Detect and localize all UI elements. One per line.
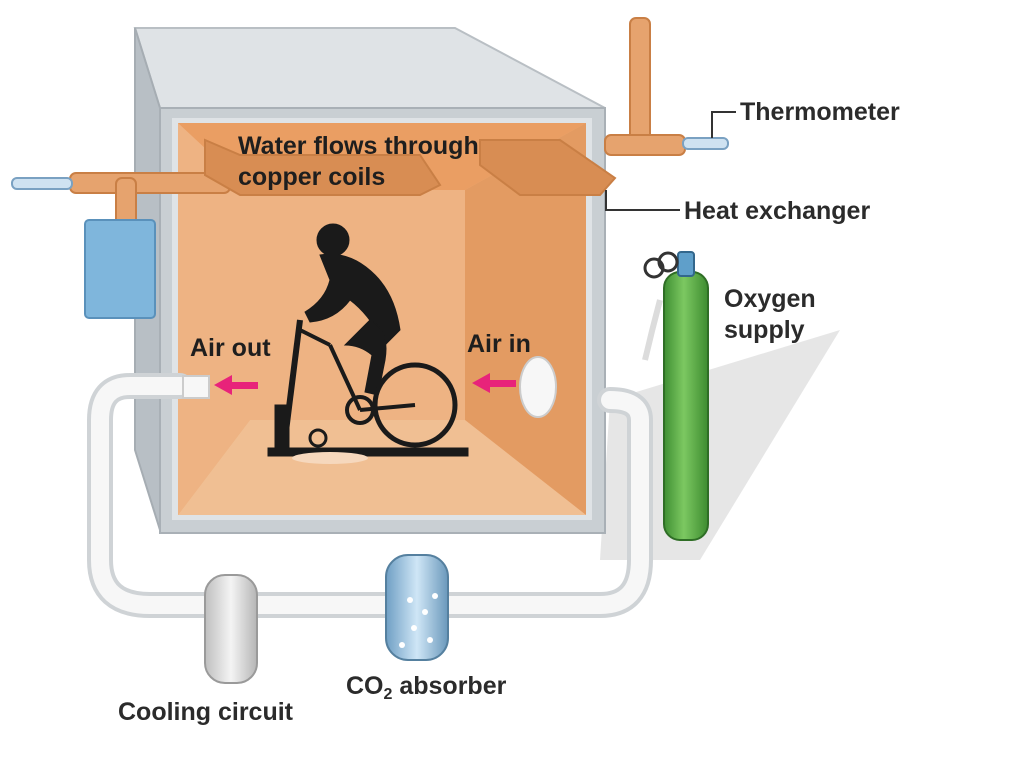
co2-absorber-canister	[385, 554, 449, 661]
air-out-label: Air out	[190, 334, 271, 362]
air-in-label: Air in	[467, 330, 531, 358]
oxygen-supply-label: Oxygen supply	[724, 284, 816, 346]
right-thermometer	[682, 137, 729, 150]
chamber-right-wall	[465, 123, 586, 515]
water-flow-label-line2: copper coils	[238, 163, 386, 191]
oxygen-supply-label-line1: Oxygen	[724, 285, 816, 313]
cooling-tubing-inner	[91, 377, 649, 614]
right-vertical-pipe	[629, 17, 651, 154]
water-flow-label-line1: Water flows through	[238, 132, 479, 160]
air-out-arrow	[214, 375, 258, 395]
water-reservoir	[84, 219, 156, 319]
copper-coils	[69, 17, 686, 234]
floor-sensor-icon	[308, 428, 328, 448]
left-thermometer	[11, 177, 73, 190]
co2-prefix: CO	[346, 672, 384, 700]
right-coil	[479, 139, 617, 196]
right-horizontal-pipe	[604, 134, 686, 156]
heat-exchanger-label: Heat exchanger	[684, 197, 871, 225]
air-in-vent	[519, 356, 557, 418]
floor-shadow	[600, 330, 840, 560]
leader-lines	[605, 111, 736, 211]
co2-subscript: 2	[383, 686, 393, 703]
floor-light-reflection	[292, 452, 368, 464]
chamber-top	[133, 27, 606, 109]
water-flow-label: Water flows through copper coils	[238, 131, 479, 193]
co2-suffix: absorber	[392, 672, 507, 700]
cyclist-silhouette	[267, 223, 469, 457]
top-coil	[204, 138, 442, 196]
oxygen-supply-label-line2: supply	[724, 316, 805, 344]
air-out-vent	[182, 375, 210, 399]
oxygen-tank	[642, 251, 709, 541]
air-in-arrow	[472, 373, 516, 393]
thermometers	[11, 137, 729, 190]
cooling-circuit-label: Cooling circuit	[118, 698, 293, 726]
thermometer-label: Thermometer	[740, 98, 900, 126]
co2-absorber-label: CO2 absorber	[346, 672, 506, 704]
cooling-unit	[204, 574, 258, 684]
